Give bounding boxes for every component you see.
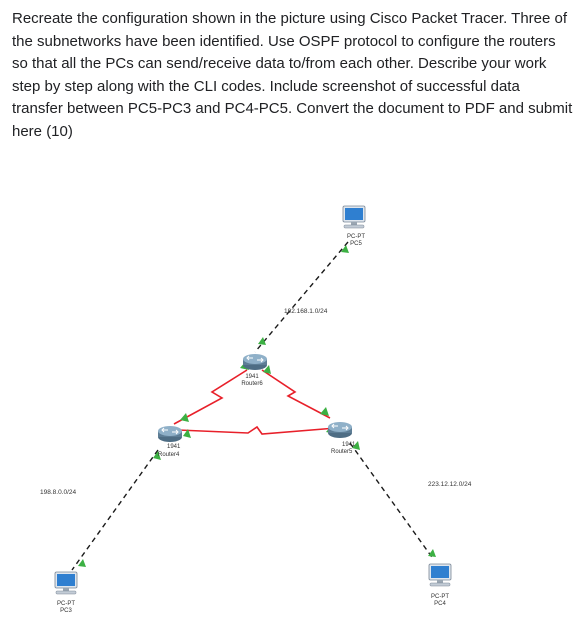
pc4-model-label: PC-PT: [431, 594, 449, 600]
pc3-model-label: PC-PT: [57, 601, 75, 607]
pc4-name-label: PC4: [434, 601, 446, 607]
serial-link-router6-router4: [173, 369, 248, 425]
port-indicator: [428, 549, 436, 557]
router4-model-label: 1941: [167, 444, 181, 450]
router6-name-label: Router6: [241, 381, 263, 387]
router5-model-label: 1941: [342, 442, 356, 448]
port-indicator: [341, 245, 349, 253]
question-text: Recreate the configuration shown in the …: [12, 10, 573, 140]
pc-icon: [428, 563, 452, 587]
router5-name-label: Router5: [331, 449, 353, 455]
pc-icon: [54, 571, 78, 595]
port-indicator: [263, 365, 271, 374]
pc4-node[interactable]: PC-PT PC4: [428, 563, 452, 607]
network-label-left: 198.8.0.0/24: [40, 489, 77, 496]
router-icon: [242, 353, 268, 371]
router5-node[interactable]: 1941 Router5: [327, 421, 356, 455]
port-indicator: [78, 559, 86, 567]
pc-icon: [342, 205, 366, 229]
pc5-node[interactable]: PC-PT PC5: [342, 205, 366, 247]
serial-link-router4-router5: [177, 425, 337, 435]
port-indicator: [180, 413, 189, 422]
port-indicator: [258, 337, 266, 345]
link-router5-pc4: [349, 442, 435, 561]
pc3-name-label: PC3: [60, 608, 72, 614]
serial-link-router6-router5: [261, 369, 331, 419]
network-label-right: 223.12.12.0/24: [428, 481, 472, 488]
network-label-top: 192.168.1.0/24: [284, 308, 328, 315]
router6-model-label: 1941: [245, 374, 259, 380]
router4-name-label: Router4: [158, 452, 180, 458]
router4-node[interactable]: 1941 Router4: [157, 425, 183, 458]
router6-node[interactable]: 1941 Router6: [241, 353, 268, 387]
port-indicator: [153, 451, 161, 460]
port-indicator: [352, 441, 360, 450]
port-indicator: [183, 429, 191, 438]
router-icon: [327, 421, 353, 439]
pc3-node[interactable]: PC-PT PC3: [54, 571, 78, 614]
link-router4-pc3: [71, 449, 159, 571]
port-indicator: [320, 407, 329, 416]
pc5-name-label: PC5: [350, 241, 362, 247]
pc5-model-label: PC-PT: [347, 234, 365, 240]
router-icon: [157, 425, 183, 443]
link-pc5-router6: [254, 241, 349, 353]
